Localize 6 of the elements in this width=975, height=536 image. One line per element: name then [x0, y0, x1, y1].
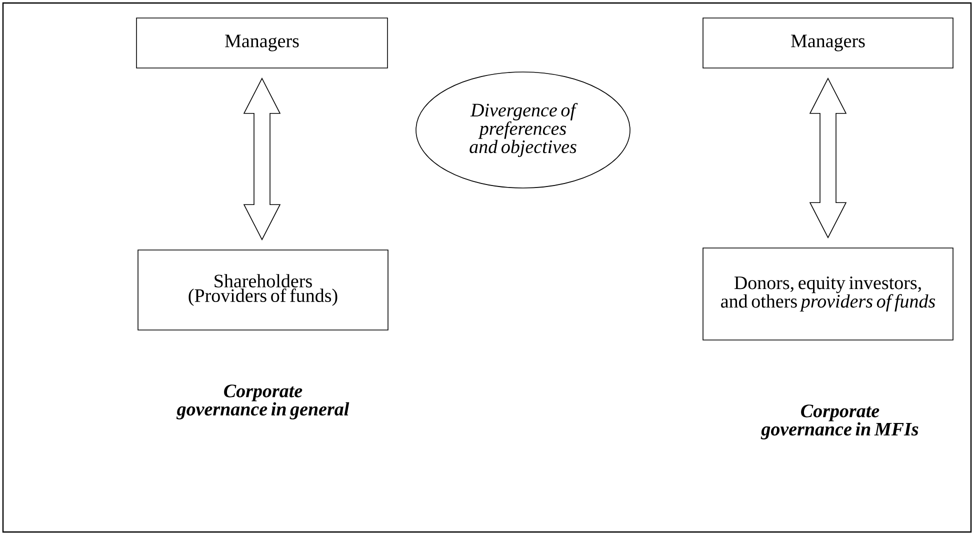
text-box: Shareholders (Providers of funds) [138, 250, 388, 330]
caption: Corporate governance in general [176, 384, 350, 420]
text-box: Managers [702, 18, 954, 68]
caption: Corporate governance in MFIs [760, 404, 918, 440]
text-box: Managers [136, 18, 388, 68]
text-box: Donors, equity investors, and othersproviders of funds [702, 248, 954, 340]
